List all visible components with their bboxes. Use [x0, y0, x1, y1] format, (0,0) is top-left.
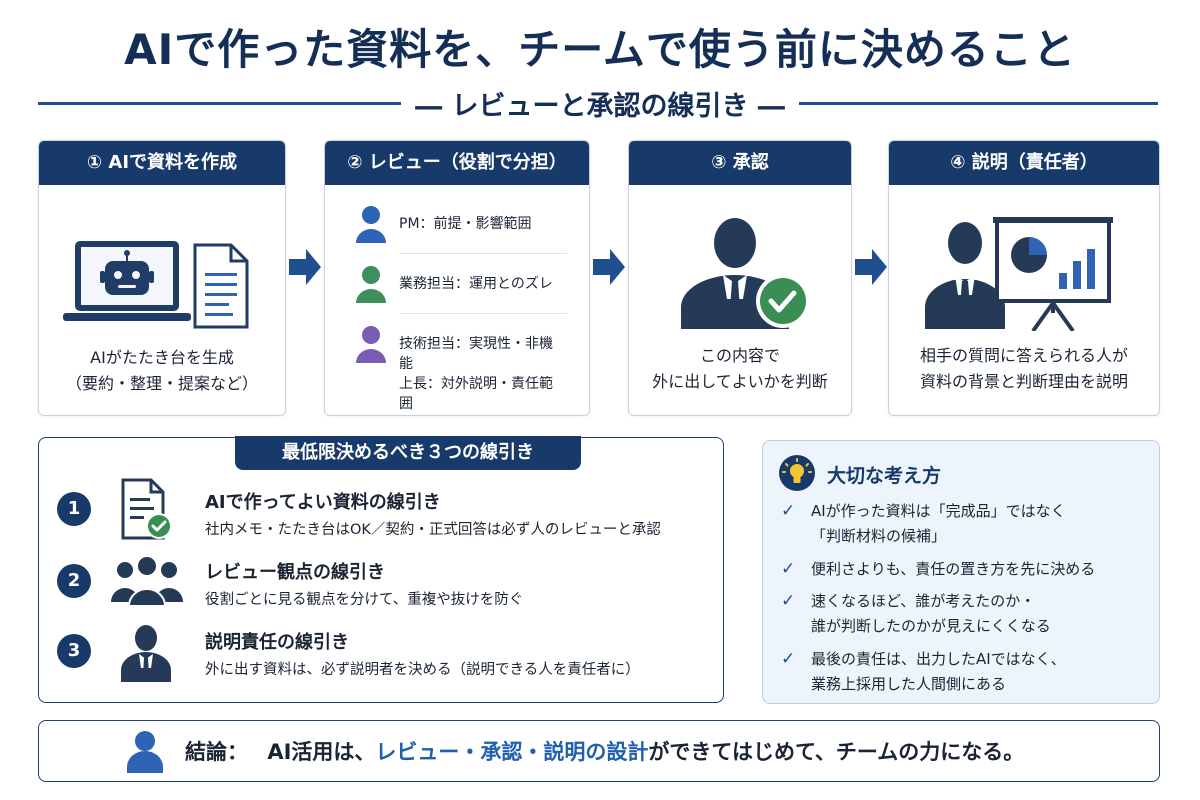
arrow-right-icon: [593, 249, 625, 285]
boundaries-header: 最低限決めるべき３つの線引き: [235, 436, 581, 470]
mindset-panel: 大切な考え方 ✓ AIが作った資料は「完成品」ではなく 「判断材料の候補」 ✓ …: [762, 440, 1160, 704]
team-icon: [111, 555, 183, 607]
review-role-label: 上長：対外説明・責任範囲: [399, 376, 553, 412]
review-role-business: 業務担当：運用とのズレ: [355, 265, 565, 305]
conclusion-bar: 結論： AI活用は、レビュー・承認・説明の設計ができてはじめて、チームの力になる…: [38, 720, 1160, 782]
arrow-right-icon: [855, 249, 887, 285]
presenter-chart-icon: [925, 217, 1113, 331]
review-role-label: 技術担当：実現性・非機能: [399, 336, 553, 372]
step-card-review: ② レビュー（役割で分担） PM：前提・影響範囲 業務担当：運用とのズレ 技術担…: [324, 140, 590, 416]
step-desc-line: この内容で: [699, 346, 780, 365]
item-number: 3: [57, 634, 91, 668]
mindset-point-line: 便利さよりも、責任の置き方を先に決める: [811, 560, 1096, 578]
step-header: ③ 承認: [629, 141, 851, 185]
step-card-create: ① AIで資料を作成 AIがたたき台を生成 （要約・整理・提案など）: [38, 140, 286, 416]
review-role-pm: PM：前提・影響範囲: [355, 205, 565, 245]
item-desc: 役割ごとに見る観点を分けて、重複や抜けを防ぐ: [205, 592, 524, 608]
conclusion-post: ができてはじめて、チームの力になる。: [648, 740, 1025, 764]
mindset-point-line: 速くなるほど、誰が考えたのか・: [811, 592, 1036, 610]
step-desc-line: 相手の質問に答えられる人が: [919, 346, 1128, 365]
step-card-approve: ③ 承認 この内容で 外に出してよいかを判断: [628, 140, 852, 416]
document-check-icon: [121, 478, 172, 540]
item-title: 説明責任の線引き: [205, 632, 349, 653]
step-header: ① AIで資料を作成: [39, 141, 285, 185]
review-role-label: PM：前提・影響範囲: [399, 216, 532, 232]
person-purple-icon: [356, 326, 386, 363]
item-number: 1: [57, 492, 91, 526]
subtitle-text: ― レビューと承認の線引き ―: [401, 91, 799, 122]
step-card-explain: ④ 説明（責任者） 相手の質問に答えられる人が 資料の背景と判断理由を説明: [888, 140, 1160, 416]
item-title: AIで作ってよい資料の線引き: [205, 492, 441, 513]
step-desc-line: 資料の背景と判断理由を説明: [919, 372, 1128, 391]
mindset-point-line: AIが作った資料は「完成品」ではなく: [811, 502, 1066, 520]
conclusion-label: 結論：: [185, 740, 248, 764]
check-icon: ✓: [781, 501, 796, 521]
conclusion-pre: AI活用は、: [267, 740, 376, 764]
step-desc-line: 外に出してよいかを判断: [652, 372, 828, 391]
approver-check-icon: [681, 218, 810, 329]
arrow-right-icon: [289, 249, 321, 285]
conclusion-highlight: レビュー・承認・説明の設計: [375, 740, 649, 764]
person-green-icon: [356, 266, 386, 303]
divider: [400, 313, 567, 314]
item-desc: 外に出す資料は、必ず説明者を決める（説明できる人を責任者に）: [205, 662, 640, 678]
person-tie-icon: [121, 625, 171, 682]
boundaries-panel: 最低限決めるべき３つの線引き 1 AIで作ってよい資料の線引き 社内メモ・たたき…: [38, 436, 724, 703]
mindset-point-line: 最後の責任は、出力したAIではなく、: [811, 650, 1066, 668]
check-icon: ✓: [781, 559, 796, 579]
page-title: AIで作った資料を、チームで使う前に決めること: [124, 25, 1076, 74]
person-icon: [127, 731, 163, 773]
step-header: ② レビュー（役割で分担）: [325, 141, 589, 185]
step-desc-line: （要約・整理・提案など）: [65, 374, 258, 393]
divider: [400, 253, 567, 254]
item-desc: 社内メモ・たたき台はOK／契約・正式回答は必ず人のレビューと承認: [205, 522, 661, 538]
item-number: 2: [57, 564, 91, 598]
check-icon: ✓: [781, 591, 796, 611]
step-header: ④ 説明（責任者）: [889, 141, 1159, 185]
review-role-label: 業務担当：運用とのズレ: [399, 276, 553, 292]
mindset-title: 大切な考え方: [827, 465, 942, 487]
review-role-manager: 上長：対外説明・責任範囲: [355, 365, 565, 412]
lightbulb-icon: [779, 455, 815, 491]
item-title: レビュー観点の線引き: [205, 562, 385, 583]
person-blue-icon: [356, 206, 386, 243]
page-subtitle: ― レビューと承認の線引き ―: [0, 84, 1200, 123]
review-role-tech: 技術担当：実現性・非機能: [355, 325, 565, 372]
mindset-point-line: 誰が判断したのかが見えにくくなる: [811, 617, 1051, 635]
conclusion-text: 結論： AI活用は、レビュー・承認・説明の設計ができてはじめて、チームの力になる…: [185, 736, 1024, 766]
mindset-point-line: 「判断材料の候補」: [811, 527, 947, 545]
step-desc-line: AIがたたき台を生成: [90, 348, 234, 367]
check-icon: ✓: [781, 649, 796, 669]
mindset-point-line: 業務上採用した人間側にある: [811, 675, 1007, 693]
laptop-robot-icon: [63, 241, 249, 329]
